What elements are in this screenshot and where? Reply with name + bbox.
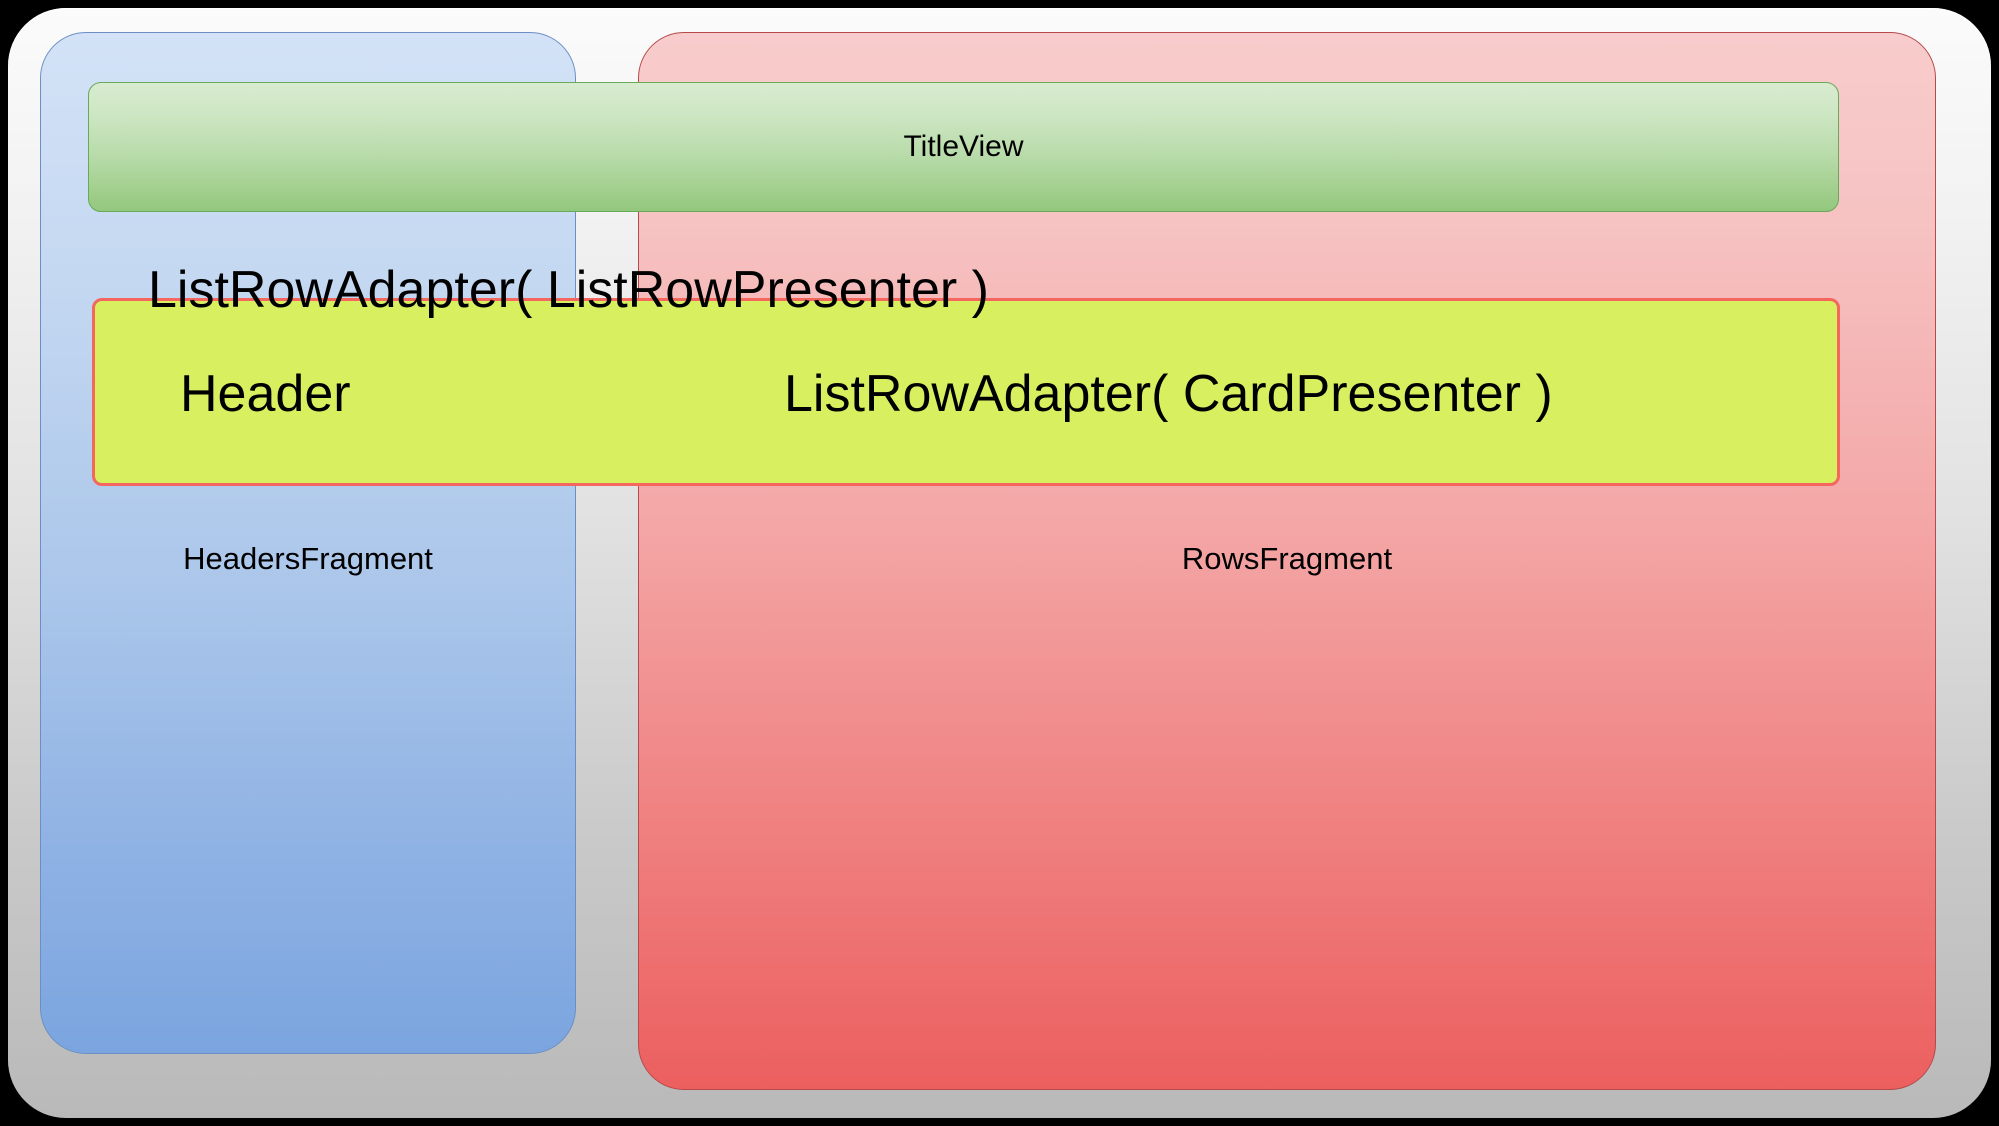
headers-fragment-label: HeadersFragment: [183, 541, 433, 576]
rows-fragment-label: RowsFragment: [1181, 541, 1393, 576]
list-row-adapter-caption: ListRowAdapter( ListRowPresenter ): [148, 261, 989, 319]
header-label: Header: [180, 365, 351, 423]
card-presenter-label: ListRowAdapter( CardPresenter ): [784, 365, 1553, 423]
list-row-adapter-band[interactable]: [92, 298, 1840, 486]
title-view-label: TitleView: [903, 130, 1024, 163]
title-view-bar[interactable]: TitleView: [88, 82, 1839, 212]
